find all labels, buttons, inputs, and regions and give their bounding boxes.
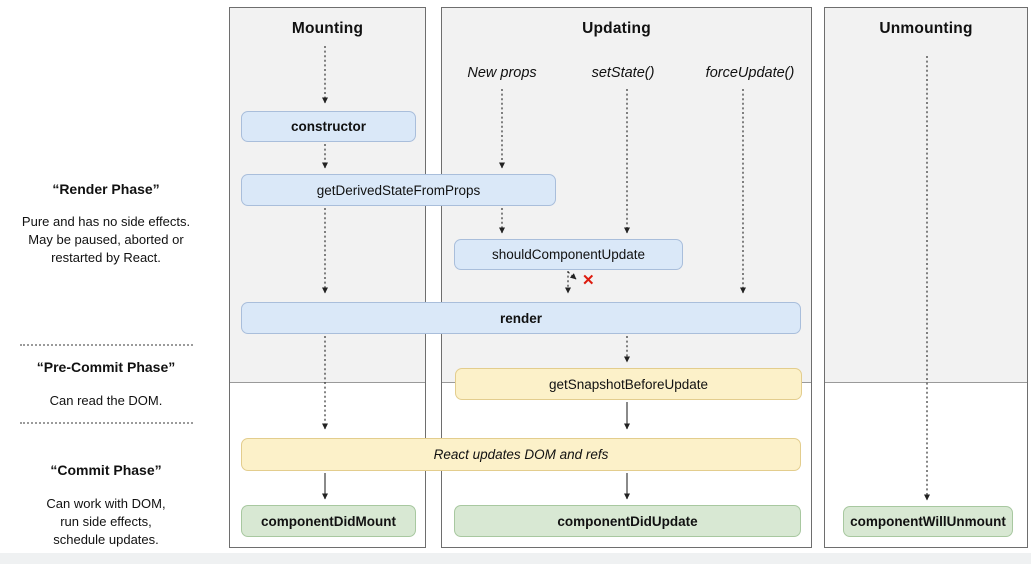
render-phase-description: Pure and has no side effects. May be pau… [21,214,191,265]
phase-separator [20,344,193,346]
pre-commit-phase-title: “Pre-Commit Phase” [36,359,176,375]
pre-commit-phase-description: Can read the DOM. [49,393,163,408]
react-updates-dom-node: React updates DOM and refs [241,438,801,471]
component-will-unmount-node: componentWillUnmount [843,506,1013,537]
mounting-column-title: Mounting [291,20,364,37]
component-did-update-node: componentDidUpdate [454,505,801,537]
force-update-label: forceUpdate() [705,65,795,81]
commit-phase-description: Can work with DOM, run side effects, sch… [46,496,166,547]
set-state-label: setState() [591,65,655,81]
render-node: render [241,302,801,334]
unmounting-render-phase-region [825,8,1027,383]
bottom-edge-strip [0,553,1031,564]
phase-separator [20,422,193,424]
unmounting-column-title: Unmounting [879,20,973,37]
component-did-mount-node: componentDidMount [241,505,416,537]
commit-phase-title: “Commit Phase” [50,462,162,478]
new-props-label: New props [467,65,537,81]
updating-column-title: Updating [582,20,651,37]
get-snapshot-node: getSnapshotBeforeUpdate [455,368,802,400]
get-derived-state-node: getDerivedStateFromProps [241,174,556,206]
stop-x-icon: ✕ [582,272,595,289]
constructor-node: constructor [241,111,416,142]
unmounting-column: Unmounting [824,7,1028,548]
render-phase-title: “Render Phase” [52,181,160,197]
should-component-update-node: shouldComponentUpdate [454,239,683,270]
